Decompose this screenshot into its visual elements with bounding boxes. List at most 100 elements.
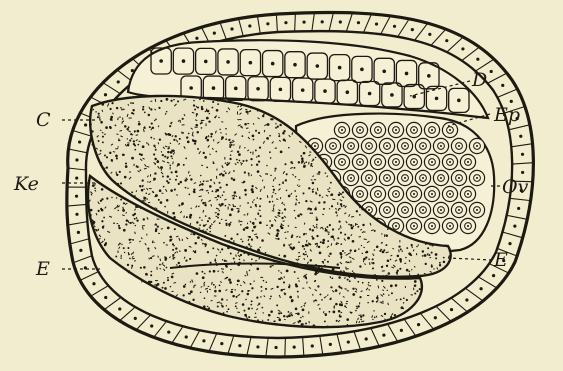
stipple-dot (374, 317, 376, 319)
stipple-dot (188, 133, 190, 135)
stipple-dash (392, 248, 393, 249)
stipple-dot (170, 155, 172, 157)
stipple-dot (385, 244, 387, 246)
stipple-dot (237, 263, 240, 266)
stipple-dot (424, 254, 427, 257)
stipple-dot (104, 133, 106, 135)
stipple-dot (330, 194, 331, 195)
stipple-dot (182, 132, 184, 134)
stipple-dot (110, 118, 113, 121)
shell-cell-nucleus (521, 153, 524, 156)
stipple-dot (338, 310, 341, 313)
stipple-dot (201, 122, 203, 124)
stipple-dot (359, 296, 361, 298)
stipple-dot (251, 185, 253, 187)
stipple-dot (212, 247, 214, 249)
stipple-dot (185, 157, 187, 159)
stipple-dot (339, 208, 341, 210)
stipple-dot (250, 158, 252, 160)
stipple-dash (383, 276, 385, 277)
stipple-dot (197, 148, 199, 150)
stipple-dot (382, 251, 384, 253)
shell-cell-nucleus (339, 20, 342, 23)
stipple-dot (256, 237, 258, 239)
stipple-dot (303, 152, 306, 155)
stipple-dot (196, 221, 198, 223)
stipple-dot (116, 157, 118, 159)
stipple-dot (225, 205, 227, 207)
stipple-dot (363, 258, 366, 261)
stipple-dot (175, 135, 177, 137)
stipple-dot (247, 113, 249, 115)
stipple-dot (226, 184, 228, 186)
label-Ep: Ep (493, 104, 520, 126)
stipple-dot (141, 189, 144, 192)
stipple-dot (129, 139, 131, 141)
stipple-dot (224, 235, 226, 237)
shell-cell-nucleus (213, 32, 216, 35)
stipple-dot (150, 108, 152, 110)
stipple-dot (294, 190, 296, 192)
stipple-dot (109, 177, 111, 179)
stipple-dot (193, 250, 195, 252)
ovum-nucleolus (404, 145, 406, 147)
stipple-dash (184, 216, 185, 218)
stipple-dot (155, 149, 157, 151)
stipple-dot (189, 214, 192, 217)
epithelial-nucleus (293, 63, 297, 67)
stipple-dot (185, 284, 187, 286)
stipple-dot (259, 215, 261, 217)
stipple-dot (398, 246, 400, 248)
stipple-dot (240, 254, 242, 256)
stipple-dash (332, 199, 335, 200)
stipple-dot (284, 208, 286, 210)
stipple-dot (311, 236, 313, 238)
stipple-dot (258, 132, 260, 134)
stipple-dot (256, 164, 258, 166)
stipple-dash (339, 183, 341, 184)
stipple-dot (95, 111, 96, 112)
stipple-dot (150, 281, 152, 283)
stipple-dot (221, 248, 223, 250)
ovum-nucleolus (395, 193, 397, 195)
stipple-dot (240, 224, 242, 226)
stipple-dot (187, 188, 188, 189)
ovum-nucleolus (422, 145, 424, 147)
stipple-dot (419, 288, 421, 290)
stipple-dot (238, 153, 241, 156)
shell-cell-nucleus (104, 296, 107, 299)
stipple-dot (251, 300, 253, 302)
stipple-dash (191, 208, 192, 209)
stipple-dot (147, 248, 149, 250)
stipple-dot (109, 126, 111, 128)
shell-cell-nucleus (230, 27, 233, 30)
shell-cell-nucleus (75, 158, 78, 161)
stipple-dot (94, 187, 96, 189)
stipple-dot (110, 116, 113, 119)
stipple-dot (169, 125, 171, 127)
stipple-dot (175, 179, 177, 181)
ovum-nucleolus (359, 193, 361, 195)
stipple-dot (318, 201, 320, 203)
stipple-dot (340, 270, 342, 272)
stipple-dot (426, 242, 428, 244)
stipple-dot (118, 210, 120, 212)
stipple-dash (284, 232, 286, 233)
stipple-dot (205, 137, 207, 139)
stipple-dot (172, 212, 175, 215)
stipple-dot (312, 158, 314, 160)
stipple-dot (275, 127, 277, 129)
stipple-dot (226, 311, 228, 313)
stipple-dot (221, 298, 223, 300)
ovum-nucleolus (458, 145, 460, 147)
stipple-dot (196, 113, 198, 115)
stipple-dash (327, 232, 330, 233)
stipple-dot (295, 176, 297, 178)
shell-cell-nucleus (501, 84, 504, 87)
stipple-dot (166, 267, 168, 269)
stipple-dash (276, 199, 278, 200)
epithelial-nucleus (427, 74, 431, 78)
stipple-dot (142, 106, 144, 108)
shell-cell-nucleus (417, 323, 420, 326)
stipple-dot (100, 208, 102, 210)
